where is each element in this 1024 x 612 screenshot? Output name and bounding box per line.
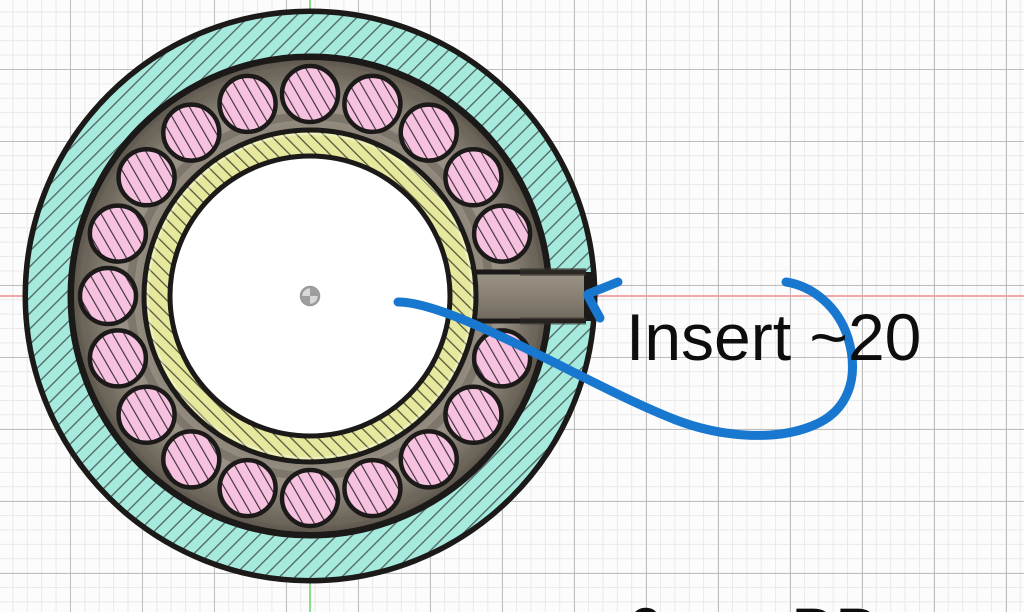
ball [217,457,278,519]
origin-marker[interactable] [299,285,321,307]
annotation-arrow [393,277,857,440]
ball [279,63,341,125]
ball [87,328,149,389]
ball [443,147,504,208]
ball [443,384,504,445]
ball [471,203,533,264]
ball [87,203,149,264]
annotation-line-1: Insert ~20 [626,300,922,374]
ball [279,467,341,529]
ball [161,429,222,490]
ball-loading-slot [455,268,588,325]
ball [161,102,222,163]
ball [116,147,177,208]
annotation-text: Insert ~20 6mm BBs [626,92,921,612]
ball [398,429,459,490]
ball [342,73,403,135]
ball [398,102,459,163]
ball [342,457,403,519]
ball-set [77,63,533,529]
ball [217,73,278,135]
ball [116,384,177,445]
annotation-line-2: 6mm BBs [626,582,921,612]
ball [77,265,139,327]
